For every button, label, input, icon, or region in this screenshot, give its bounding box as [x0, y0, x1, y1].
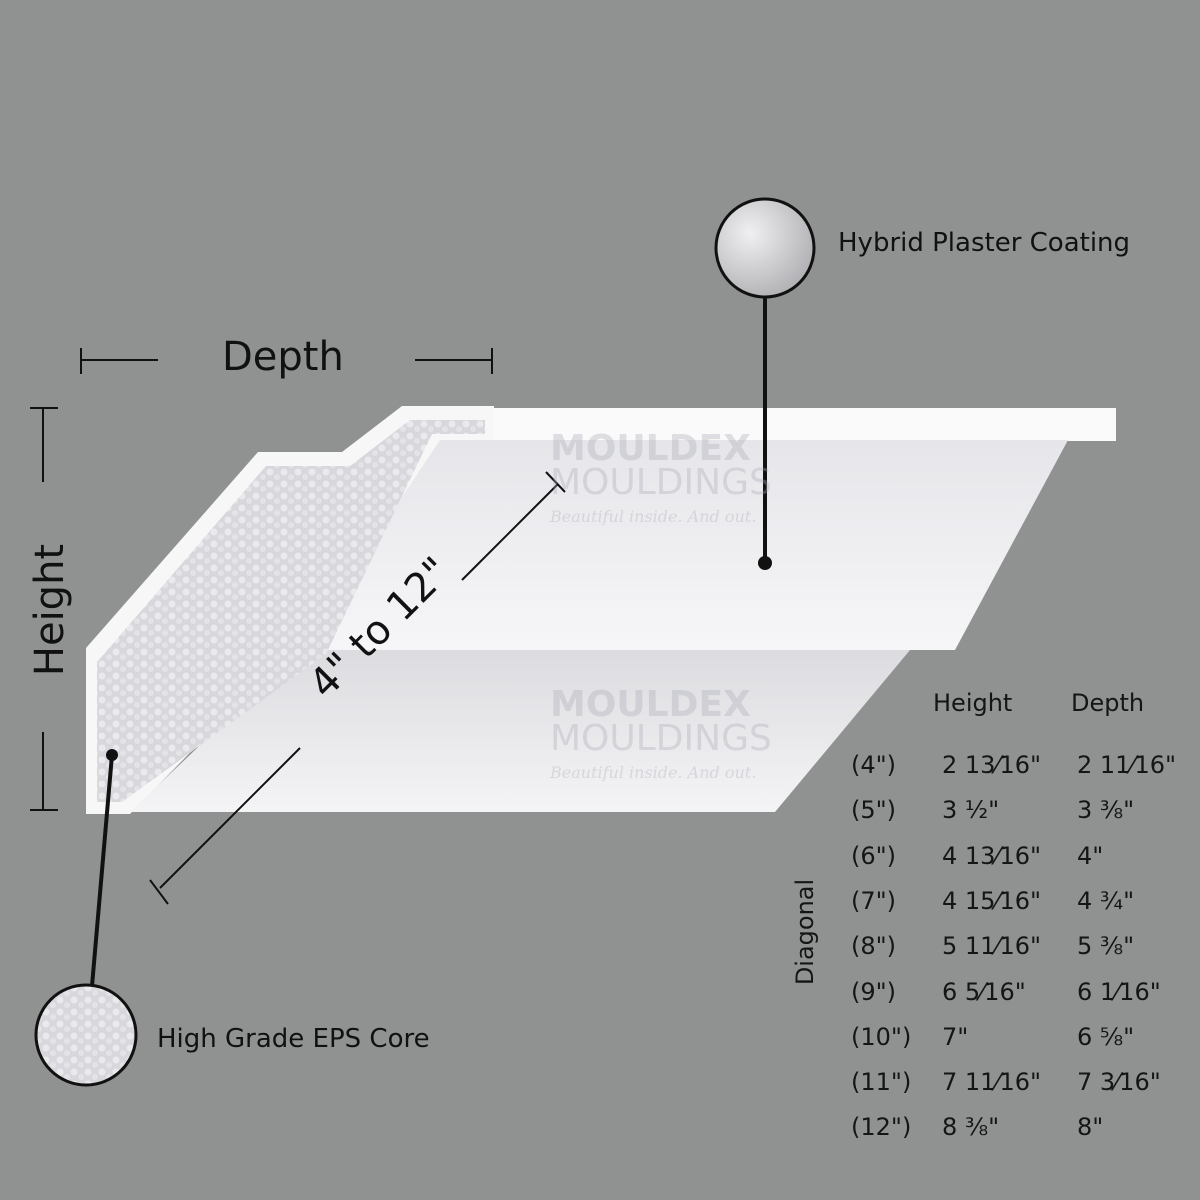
diagonal-axis-label: Diagonal — [791, 878, 819, 986]
table-cell-height: 5 11⁄16" — [942, 932, 1042, 961]
table-cell-depth: 4 ¾" — [1077, 886, 1135, 915]
watermark: MOULDEX MOULDINGS Beautiful inside. And … — [550, 431, 772, 534]
table-cell-diagonal: (8") — [851, 932, 897, 961]
table-cell-diagonal: (4") — [851, 751, 897, 779]
core-leader — [90, 754, 114, 987]
table-cell-depth: 6 1⁄16" — [1077, 977, 1161, 1006]
table-cell-diagonal: (12") — [851, 1113, 912, 1142]
header-height: Height — [933, 689, 1013, 717]
upper-face — [300, 440, 1068, 650]
table-cell-height: 8 ⅜" — [942, 1113, 1000, 1142]
watermark-line2: MOULDINGS — [550, 718, 772, 759]
coating-dot — [758, 556, 772, 570]
table-cell-depth: 5 ⅜" — [1077, 932, 1135, 961]
depth-label: Depth — [222, 334, 344, 380]
table-cell-diagonal: (5") — [851, 796, 897, 825]
table-cell-depth: 8" — [1077, 1113, 1104, 1142]
diagonal-dimension — [149, 471, 566, 905]
core-label: High Grade EPS Core — [157, 1024, 430, 1054]
core-dot — [106, 749, 118, 761]
table-cell-diagonal: (9") — [851, 977, 897, 1006]
table-cell-height: 4 13⁄16" — [942, 841, 1042, 870]
watermark: MOULDEX MOULDINGS Beautiful inside. And … — [550, 687, 772, 790]
table-cell-depth: 6 ⅝" — [1077, 1022, 1135, 1051]
watermark-line2: MOULDINGS — [550, 462, 772, 503]
header-depth: Depth — [1071, 689, 1145, 717]
lower-face — [130, 650, 910, 812]
table-cell-diagonal: (7") — [851, 886, 897, 915]
table-cell-diagonal: (11") — [851, 1068, 912, 1097]
top-flange — [488, 408, 1116, 441]
depth-dimension — [80, 348, 493, 374]
table-cell-diagonal: (6") — [851, 841, 897, 870]
core-swatch-icon — [34, 983, 138, 1087]
height-label: Height — [27, 543, 73, 677]
table-cell-height: 4 15⁄16" — [942, 886, 1042, 915]
table-cell-depth: 7 3⁄16" — [1077, 1068, 1161, 1097]
table-cell-height: 7" — [942, 1022, 969, 1051]
eps-core — [97, 420, 485, 802]
table-cell-depth: 3 ⅜" — [1077, 796, 1135, 825]
table-cell-height: 3 ½" — [942, 796, 1000, 825]
watermark-line1: MOULDEX — [550, 428, 751, 469]
table-cell-height: 6 5⁄16" — [942, 977, 1026, 1006]
watermark-tagline: Beautiful inside. And out. — [550, 763, 757, 782]
height-dimension — [30, 407, 58, 811]
watermark-line1: MOULDEX — [550, 684, 751, 725]
table-cell-height: 2 13⁄16" — [942, 751, 1042, 779]
table-cell-depth: 4" — [1077, 841, 1104, 870]
table-cell-height: 7 11⁄16" — [942, 1068, 1042, 1097]
table-cell-diagonal: (10") — [851, 1022, 912, 1051]
coating-label: Hybrid Plaster Coating — [838, 228, 1131, 258]
watermark-tagline: Beautiful inside. And out. — [550, 507, 757, 526]
coating-swatch-icon — [714, 197, 816, 299]
table-cell-depth: 2 11⁄16" — [1077, 751, 1177, 779]
